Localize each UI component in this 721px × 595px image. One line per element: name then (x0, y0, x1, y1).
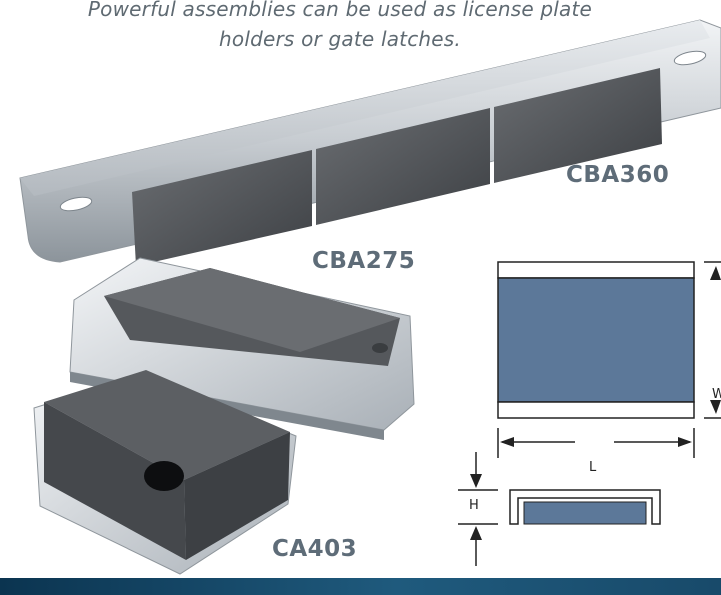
ca403-assembly (33, 370, 297, 575)
width-arrow-bottom (710, 400, 721, 414)
cba360-label: CBA360 (566, 162, 670, 188)
height-arrow-top (470, 474, 482, 488)
cba360-magnet-block-2 (316, 108, 490, 225)
height-label: H (469, 498, 479, 513)
magnet-side-view (523, 501, 647, 525)
width-arrow-top (710, 266, 721, 280)
cba275-mount-hole (372, 343, 388, 353)
product-caption: Powerful assemblies can be used as licen… (60, 0, 620, 54)
caption-line-2: holders or gate latches. (219, 27, 461, 51)
width-label: W (712, 387, 721, 402)
ca403-label: CA403 (272, 536, 358, 562)
length-label: L (589, 460, 597, 475)
cba360-mount-hole-left (59, 196, 93, 212)
channel-side-view (509, 489, 661, 525)
ca403-center-hole (144, 461, 184, 491)
magnet-top-view (497, 277, 695, 403)
cba360-assembly (19, 19, 721, 266)
height-arrow-bottom (470, 526, 482, 540)
length-arrow-right (678, 437, 692, 447)
caption-line-1: Powerful assemblies can be used as licen… (87, 0, 593, 21)
bottom-band (0, 578, 721, 595)
cba275-label: CBA275 (312, 248, 416, 274)
dimension-diagram (458, 261, 721, 566)
cba360-magnet-block-3 (494, 68, 662, 183)
length-arrow-left (500, 437, 514, 447)
cba360-magnet-block-1 (132, 150, 312, 266)
cba360-mount-hole-right (673, 50, 707, 66)
